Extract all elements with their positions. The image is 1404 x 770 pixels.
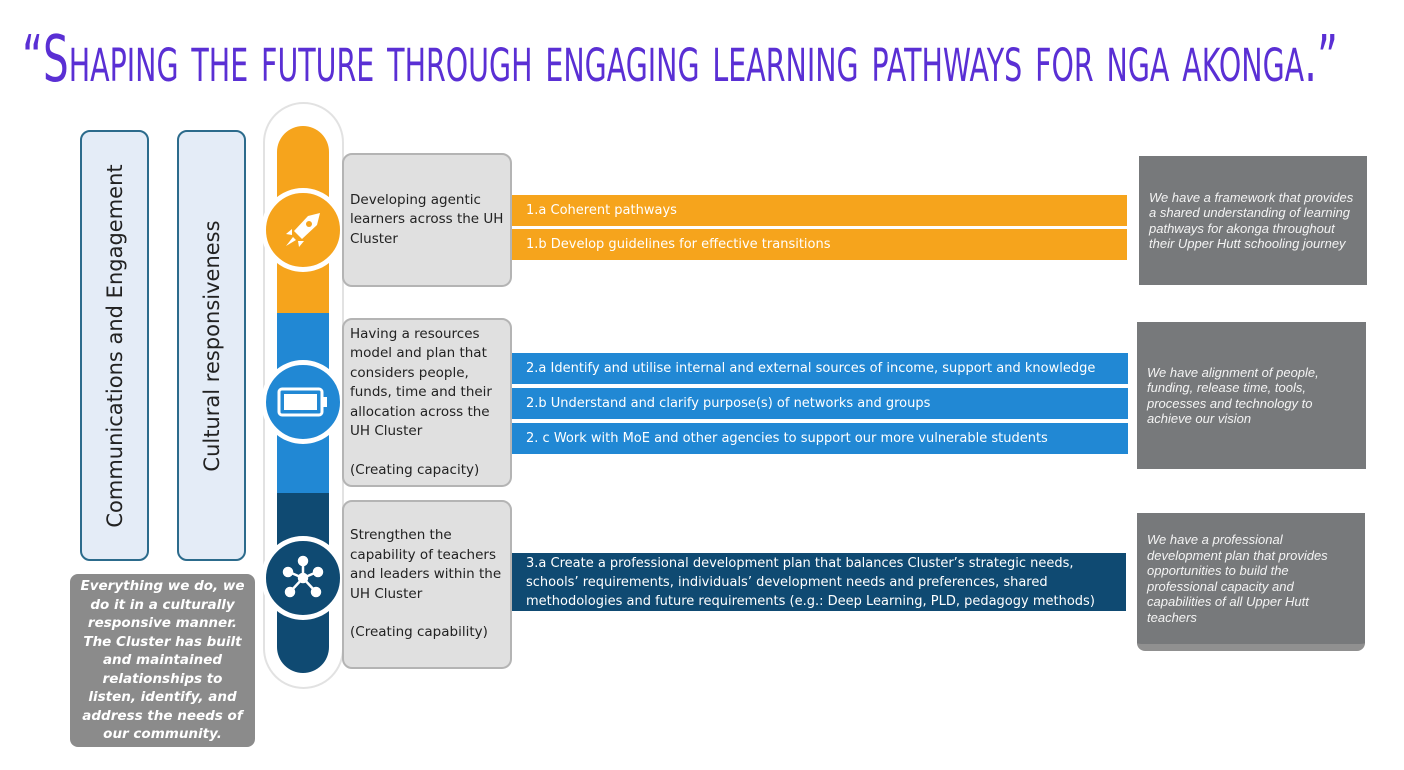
cultural-note-text: Everything we do, we do it in a cultural… bbox=[80, 578, 245, 743]
cultural-note: Everything we do, we do it in a cultural… bbox=[70, 574, 255, 747]
goal-2-text: Having a resources model and plan that c… bbox=[350, 325, 492, 440]
goal-1-box: Developing agentic learners across the U… bbox=[342, 153, 512, 287]
goal-3-box: Strengthen the capability of teachers an… bbox=[342, 500, 512, 669]
action-2a: 2.a Identify and utilise internal and ex… bbox=[512, 353, 1128, 384]
outcome-1: We have a framework that provides a shar… bbox=[1139, 156, 1367, 285]
goal-2-subtitle: (Creating capacity) bbox=[350, 461, 480, 478]
outcome-2: We have alignment of people, funding, re… bbox=[1137, 322, 1366, 469]
outcome-3: We have a professional development plan … bbox=[1137, 513, 1365, 651]
page-title: “Shaping the future through engaging lea… bbox=[22, 23, 1338, 97]
action-1a: 1.a Coherent pathways bbox=[512, 195, 1127, 226]
rocket-icon bbox=[261, 188, 345, 272]
outcome-1-text: We have a framework that provides a shar… bbox=[1149, 189, 1354, 252]
action-3a: 3.a Create a professional development pl… bbox=[512, 553, 1126, 611]
action-1b: 1.b Develop guidelines for effective tra… bbox=[512, 229, 1127, 260]
action-2c: 2. c Work with MoE and other agencies to… bbox=[512, 423, 1128, 454]
outcome-2-text: We have alignment of people, funding, re… bbox=[1147, 364, 1319, 427]
goal-3-text: Strengthen the capability of teachers an… bbox=[350, 527, 502, 602]
battery-icon bbox=[261, 360, 345, 444]
network-icon bbox=[261, 536, 345, 620]
goal-1-text: Developing agentic learners across the U… bbox=[350, 191, 504, 247]
cultural-responsiveness-panel: Cultural responsiveness bbox=[177, 130, 246, 561]
goal-2-box: Having a resources model and plan that c… bbox=[342, 318, 512, 487]
communications-engagement-panel: Communications and Engagement bbox=[80, 130, 149, 561]
goal-3-subtitle: (Creating capability) bbox=[350, 624, 488, 641]
cultural-label: Cultural responsiveness bbox=[199, 219, 224, 472]
action-2b: 2.b Understand and clarify purpose(s) of… bbox=[512, 388, 1128, 419]
communications-label: Communications and Engagement bbox=[102, 163, 127, 528]
outcome-3-text: We have a professional development plan … bbox=[1147, 532, 1328, 625]
